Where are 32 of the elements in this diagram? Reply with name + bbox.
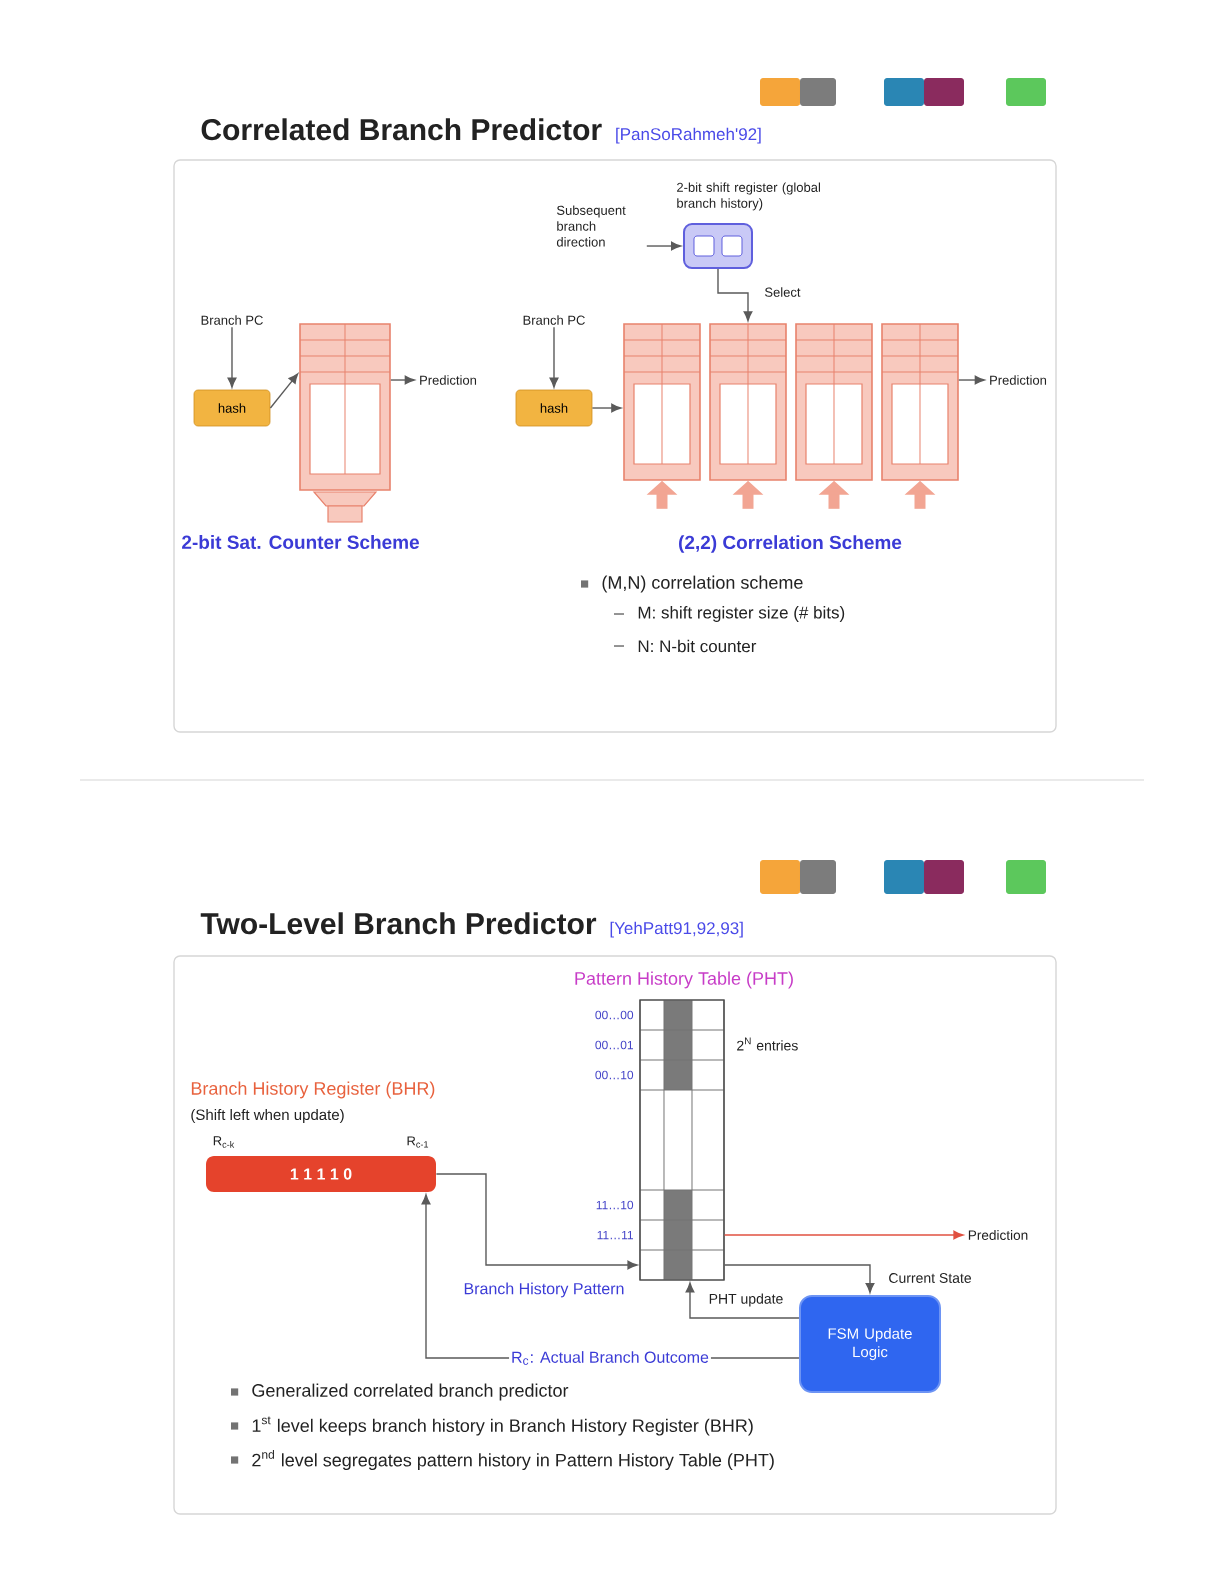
counter-table — [881, 323, 959, 481]
bullet-text: Generalized correlated branch predictor — [252, 1383, 569, 1401]
bullet-text: (M,N) correlation scheme — [602, 575, 803, 593]
arrow — [646, 241, 682, 251]
bullet-text: M: shift register size (# bits) — [638, 606, 845, 622]
arrow — [227, 326, 237, 388]
arrow — [269, 373, 299, 409]
slide-title: Two-Level Branch Predictor — [200, 912, 597, 935]
arrow — [723, 1230, 964, 1240]
bullet-text: 2$^{nd}$ level segregates pattern history in Pattern History Table (PHT) — [252, 1449, 774, 1471]
scheme-caption: 2-bit Sat. Counter Scheme — [182, 535, 419, 549]
arrow — [549, 326, 559, 388]
slide-title: Correlated Branch Predictor — [201, 118, 602, 141]
arrow — [591, 403, 622, 413]
scheme-caption: (2,2) Correlation Scheme — [679, 535, 902, 553]
bullet-text: 1$^{st}$ level keeps branch history in Branch History Register (BHR) — [252, 1416, 753, 1436]
edge-label: R$_{c}$: Actual Branch Outcome — [509, 1349, 711, 1367]
bullet-text: N: N-bit counter — [638, 639, 757, 653]
table-heading: Pattern History Table (PHT) — [575, 971, 793, 989]
arrow — [390, 375, 415, 385]
arrow — [958, 375, 985, 385]
arrow — [723, 1264, 875, 1294]
counter-table — [795, 323, 873, 481]
arrow — [685, 1282, 800, 1319]
register-heading: Branch History Register (BHR) — [191, 1081, 435, 1099]
citation-link: [YehPatt91,92,93] — [610, 921, 743, 938]
shift-register-box: 1 1 1 1 0 — [206, 1156, 436, 1192]
citation-link: [PanSoRahmeh'92] — [616, 127, 761, 144]
counter-table — [623, 323, 701, 481]
arrow — [435, 1173, 638, 1270]
arrow — [717, 268, 753, 322]
counter-table — [709, 323, 787, 481]
